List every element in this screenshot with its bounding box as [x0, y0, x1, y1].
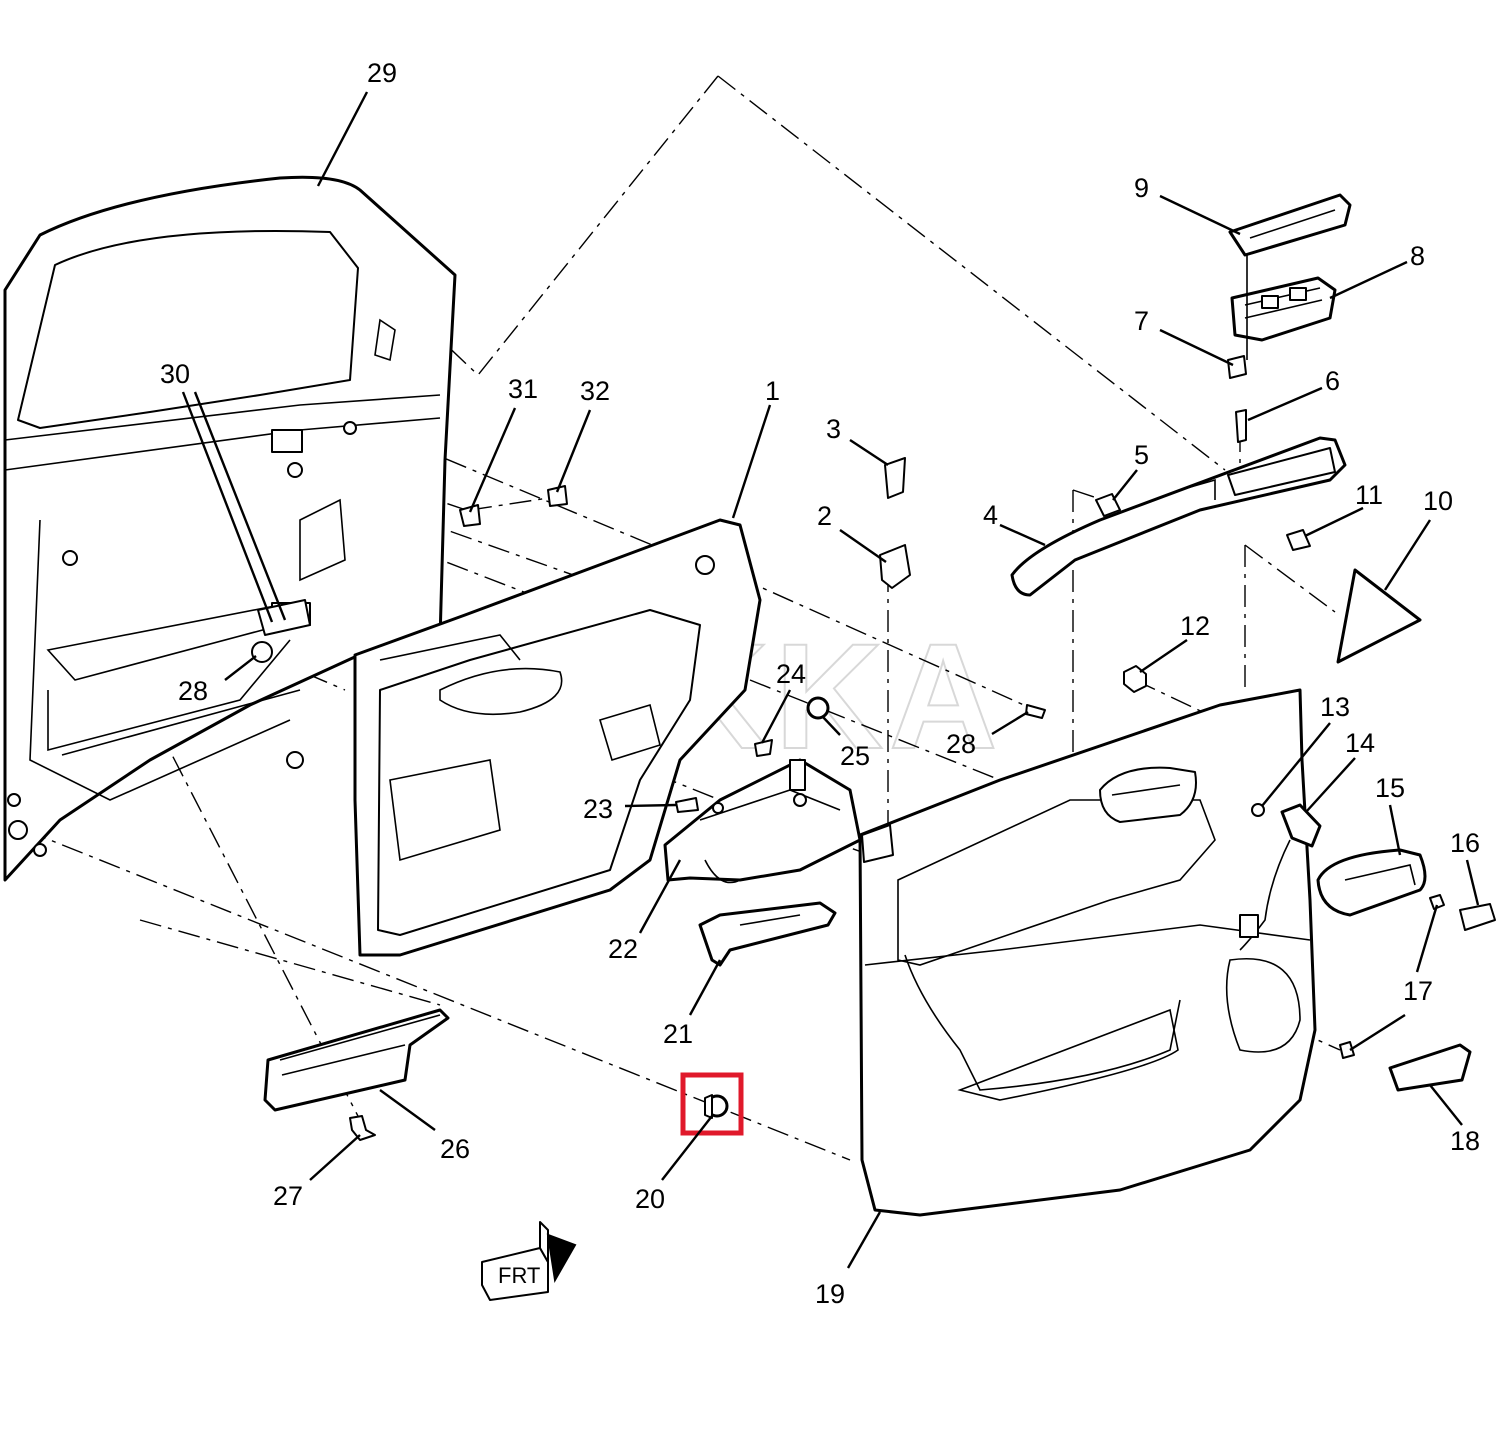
grommet-25 [806, 696, 830, 720]
screw-27 [349, 1115, 376, 1141]
regulator-bracket-22 [663, 758, 862, 884]
callout-7: 7 [1134, 306, 1149, 336]
callout-8: 8 [1410, 241, 1425, 271]
clip-2 [879, 544, 911, 589]
callout-25: 25 [840, 741, 870, 771]
callout-29: 30 [160, 359, 190, 389]
reflector-26 [263, 1008, 450, 1112]
armrest-4 [1010, 436, 1347, 597]
callout-17: 17 [1403, 976, 1433, 1006]
push-pin-20 [704, 1094, 729, 1119]
screw-28 [251, 641, 1046, 719]
callout-labels: 29 1 2 3 4 5 6 7 8 9 10 11 12 13 14 15 1… [160, 58, 1480, 1309]
callout-19: 19 [815, 1279, 845, 1309]
handle-bezel-15 [1316, 848, 1427, 917]
clip-7 [1227, 355, 1247, 379]
callout-4: 4 [983, 500, 998, 530]
callout-16: 16 [1450, 828, 1480, 858]
callout-15: 15 [1375, 773, 1405, 803]
clip-3 [884, 457, 906, 499]
callout-21: 21 [663, 1019, 693, 1049]
screw-17 [1339, 894, 1445, 1059]
callout-1: 1 [765, 376, 780, 406]
bolt-23 [675, 797, 699, 813]
callout-24: 24 [776, 659, 806, 689]
callout-9: 9 [1134, 173, 1149, 203]
callout-28-right: 28 [946, 729, 976, 759]
leader-lines [181, 91, 1480, 1269]
cap-16 [1459, 903, 1496, 931]
callout-20: 20 [635, 1184, 665, 1214]
clip-11 [1286, 529, 1311, 551]
callout-11: 11 [1355, 480, 1383, 510]
switch-bezel-9 [1228, 193, 1352, 360]
callout-32: 32 [580, 376, 610, 406]
callout-13: 13 [1320, 692, 1350, 722]
front-label: FRT [498, 1263, 540, 1288]
callout-26: 26 [440, 1134, 470, 1164]
callout-18: 18 [1450, 1126, 1480, 1156]
door-frame-30 [3, 175, 457, 882]
callout-31: 31 [508, 374, 538, 404]
callout-28-left: 28 [178, 676, 208, 706]
callout-22: 22 [608, 934, 638, 964]
screw-13 [1251, 803, 1265, 817]
callout-30: 29 [367, 58, 397, 88]
callout-5: 5 [1134, 440, 1149, 470]
pull-cup-18 [1388, 1043, 1472, 1092]
water-deflector-1 [353, 518, 762, 957]
callout-27: 27 [273, 1181, 303, 1211]
callout-23: 23 [583, 794, 613, 824]
front-indicator: FRT [481, 1221, 577, 1301]
callout-3: 3 [826, 414, 841, 444]
callout-10: 10 [1423, 486, 1453, 516]
callout-14: 14 [1345, 728, 1375, 758]
highlight-box [680, 1072, 744, 1136]
window-switch-8 [1230, 276, 1337, 342]
push-pin-24 [754, 739, 773, 757]
arrow-right-icon [546, 1233, 577, 1283]
screw-6 [1235, 409, 1247, 443]
callout-12: 12 [1180, 611, 1210, 641]
lower-bracket-21 [698, 901, 837, 967]
callout-2: 2 [817, 501, 832, 531]
callout-6: 6 [1325, 366, 1340, 396]
trim-cover-10 [1336, 568, 1422, 664]
door-trim-panel-19 [858, 688, 1317, 1217]
clip-31 [459, 504, 481, 527]
lock-switch-14 [1280, 803, 1322, 848]
